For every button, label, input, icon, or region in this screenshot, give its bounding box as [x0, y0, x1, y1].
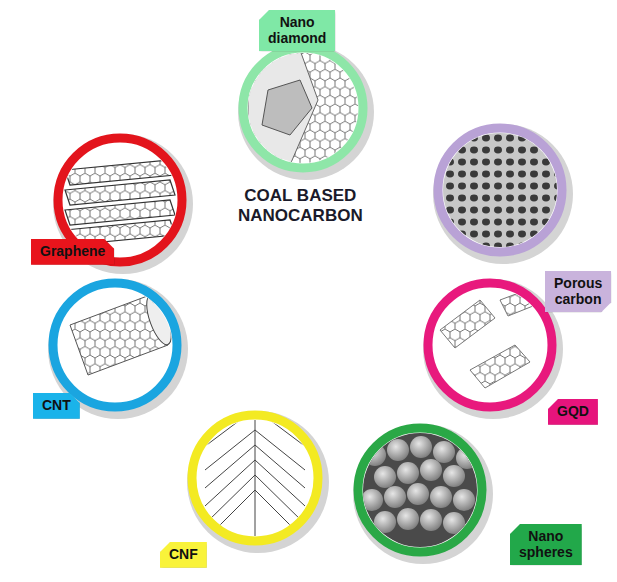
center-title: COAL BASED NANOCARBON: [238, 186, 363, 227]
tag-text: Nano diamond: [268, 15, 326, 46]
tag-text: Porous carbon: [554, 276, 602, 307]
label-tag: CNT: [33, 393, 80, 419]
label-tag: Nano diamond: [259, 10, 335, 51]
label-tag: GQD: [548, 399, 598, 425]
label-tag: CNF: [160, 542, 207, 568]
label-tag: Porous carbon: [545, 271, 611, 312]
tag-text: Graphene: [40, 244, 105, 260]
tag-text: GQD: [557, 404, 589, 420]
label-tag: Graphene: [31, 239, 114, 265]
tag-text: CNF: [169, 547, 198, 563]
tag-text: Nano spheres: [519, 529, 573, 560]
tag-text: CNT: [42, 398, 71, 414]
label-tag: Nano spheres: [510, 524, 582, 565]
